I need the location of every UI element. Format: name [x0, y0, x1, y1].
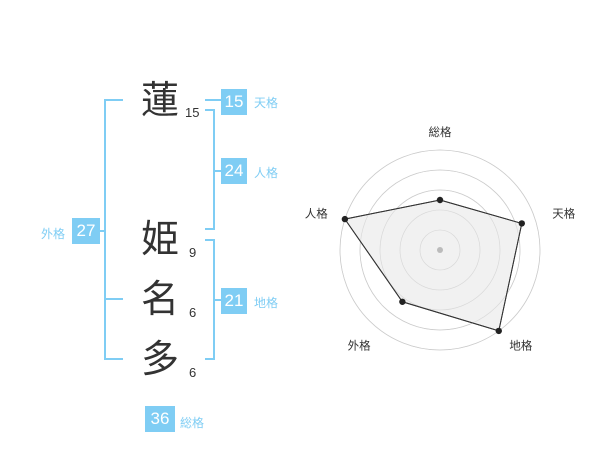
- name-char-4: 多: [141, 337, 180, 381]
- radar-ring-overlay: [359, 169, 521, 331]
- radar-axis-label-2: 天格: [552, 207, 575, 221]
- tenkaku-value-badge: 15: [221, 89, 247, 115]
- soukaku-value-badge: 36: [145, 406, 175, 432]
- jinkaku-label: 人格: [254, 166, 279, 180]
- radar-point-5: [341, 215, 349, 223]
- chikaku-label: 地格: [254, 296, 279, 310]
- radar-center-dot: [437, 247, 443, 253]
- chikaku-connector: [214, 299, 221, 301]
- radar-ring-overlay: [379, 189, 501, 311]
- radar-point-4: [399, 298, 406, 305]
- name-char-2-strokes: 9: [189, 245, 197, 260]
- tenkaku-bracket: [205, 99, 221, 101]
- radar-axis-label-3: 地格: [509, 338, 532, 352]
- name-char-4-strokes: 6: [189, 365, 197, 380]
- radar-point-3: [495, 327, 502, 335]
- gaikaku-bracket-mid: [104, 298, 123, 300]
- name-char-1: 蓮: [141, 78, 180, 122]
- name-char-1-strokes: 15: [185, 105, 200, 120]
- jinkaku-value-badge: 24: [221, 158, 247, 184]
- jinkaku-connector: [214, 170, 221, 172]
- radar-axis-label-5: 人格: [305, 207, 328, 221]
- gaikaku-bracket: [104, 99, 123, 360]
- radar-series-outline: [344, 199, 523, 332]
- name-char-2: 姫: [141, 217, 180, 261]
- radar-axis-label-1: 総格: [429, 125, 452, 139]
- radar-point-1: [436, 196, 444, 204]
- gaikaku-connector: [100, 230, 105, 232]
- soukaku-label: 総格: [180, 416, 205, 430]
- radar-ring-overlay: [399, 209, 481, 291]
- tenkaku-label: 天格: [254, 96, 279, 110]
- gaikaku-label: 外格: [41, 227, 66, 241]
- radar-ring-overlay: [419, 229, 461, 271]
- radar-axis-label-4: 外格: [348, 338, 371, 352]
- chikaku-value-badge: 21: [221, 288, 247, 314]
- radar-ring-overlay: [339, 149, 541, 351]
- gaikaku-value-badge: 27: [72, 218, 100, 244]
- radar-point-2: [518, 220, 525, 227]
- jinkaku-bracket: [205, 109, 215, 230]
- name-char-3-strokes: 6: [189, 305, 197, 320]
- name-char-3: 名: [141, 277, 180, 321]
